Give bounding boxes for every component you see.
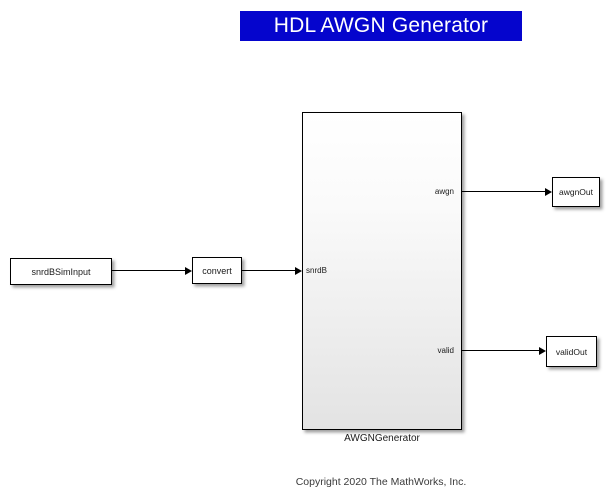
block-awgnout[interactable]: awgnOut bbox=[552, 177, 600, 207]
signal-line-convert-to-generator[interactable] bbox=[242, 270, 296, 271]
arrowhead-into-convert bbox=[185, 267, 192, 275]
block-convert[interactable]: convert bbox=[192, 257, 242, 284]
block-awgnout-label: awgnOut bbox=[558, 187, 594, 197]
copyright-annotation: Copyright 2020 The MathWorks, Inc. bbox=[295, 476, 467, 488]
block-awgngenerator-caption: AWGNGenerator bbox=[344, 433, 420, 444]
block-validout-label: validOut bbox=[555, 346, 588, 357]
arrowhead-into-validout bbox=[539, 347, 546, 355]
signal-line-valid-to-validout[interactable] bbox=[462, 350, 540, 351]
arrowhead-into-awgnout bbox=[545, 188, 552, 196]
block-snrdbsiminput[interactable]: snrdBSimInput bbox=[10, 258, 112, 285]
signal-line-siminput-to-convert[interactable] bbox=[112, 270, 186, 271]
block-awgngenerator[interactable] bbox=[302, 112, 462, 430]
block-snrdbsiminput-label: snrdBSimInput bbox=[31, 266, 91, 277]
port-label-awgn: awgn bbox=[434, 187, 454, 196]
title-annotation[interactable]: HDL AWGN Generator bbox=[240, 11, 522, 41]
arrowhead-into-generator bbox=[295, 267, 302, 275]
port-label-snrdb: snrdB bbox=[306, 266, 327, 275]
block-convert-label: convert bbox=[202, 265, 232, 276]
signal-line-awgn-to-awgnout[interactable] bbox=[462, 191, 546, 192]
block-validout[interactable]: validOut bbox=[546, 336, 597, 367]
port-label-valid: valid bbox=[437, 346, 454, 355]
